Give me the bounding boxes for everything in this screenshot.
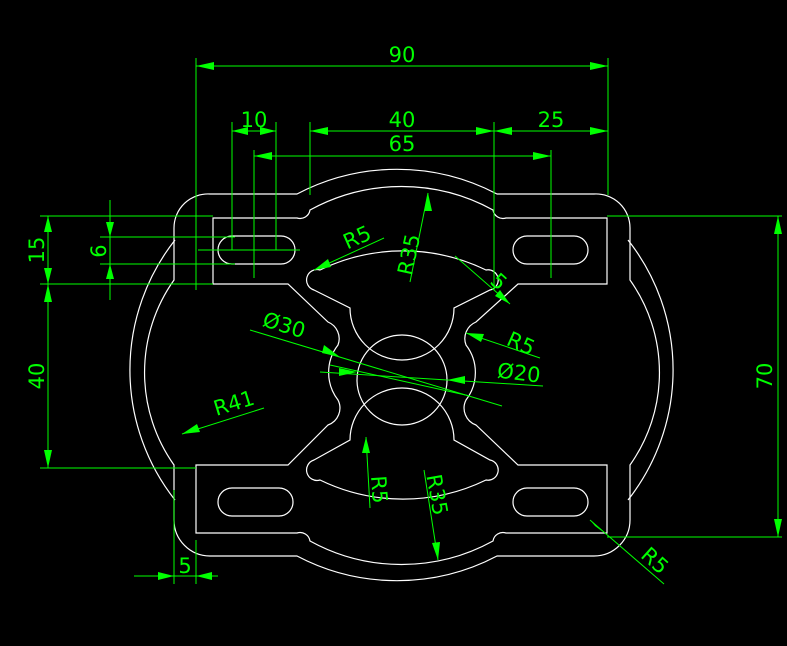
dim-5-bottom: 5: [178, 554, 191, 578]
slot-bottom-left: [217, 487, 294, 517]
dim-d30: Ø30: [260, 308, 308, 344]
pocket-top: [305, 250, 499, 361]
dim-r41: R41: [211, 386, 258, 421]
dim-r35-top: R35: [393, 232, 425, 277]
dim-15: 15: [25, 237, 49, 264]
dim-65: 65: [389, 132, 416, 156]
dim-25: 25: [538, 108, 565, 132]
dim-70: 70: [753, 363, 777, 390]
outer-profile: [144, 168, 660, 582]
dim-10: 10: [241, 108, 268, 132]
part-geometry: [129, 168, 674, 582]
slot-bottom-right: [512, 487, 589, 517]
center-hole: [356, 334, 448, 426]
pocket-bottom: [305, 387, 499, 500]
outer-arc-left: [129, 239, 176, 501]
dim-40-left: 40: [25, 363, 49, 390]
dim-6: 6: [87, 244, 111, 257]
dim-r5-corner: R5: [636, 543, 673, 580]
dim-90: 90: [389, 43, 416, 67]
inner-boundary: [195, 185, 608, 566]
dim-d20: Ø20: [496, 359, 542, 388]
dim-5-right: 5: [486, 268, 512, 295]
dimensions: 90 10 40 25 65 15: [25, 43, 782, 585]
outer-arc-right: [627, 239, 674, 501]
dim-r35-bottom: R35: [421, 472, 452, 517]
dim-40-top: 40: [389, 108, 416, 132]
dim-r5-top-left: R5: [340, 221, 375, 254]
dim-r5-bottom: R5: [366, 475, 392, 505]
